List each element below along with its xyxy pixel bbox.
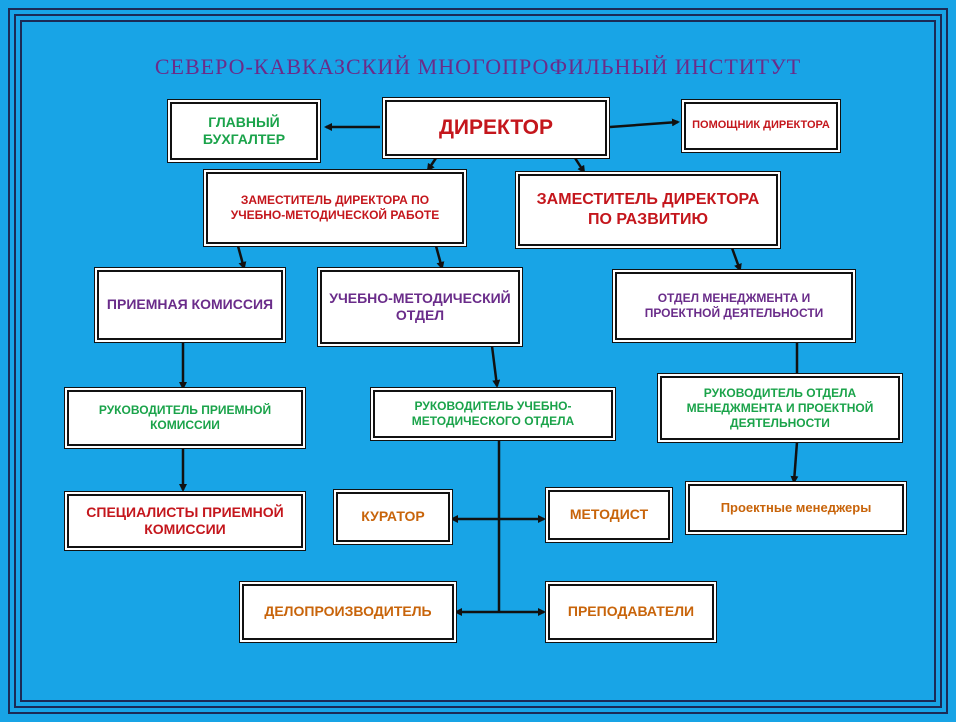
arrow-director-deputy-development — [573, 157, 586, 174]
arrow-deputy-management — [730, 247, 742, 272]
inner-border — [20, 20, 936, 702]
node-admission-committee: ПРИЕМНАЯ КОМИССИЯ — [97, 270, 283, 340]
node-head-methodical: РУКОВОДИТЕЛЬ УЧЕБНО-МЕТОДИЧЕСКОГО ОТДЕЛА — [373, 390, 613, 438]
arrow-methodical-head — [490, 345, 501, 388]
node-admission-specialists: СПЕЦИАЛИСТЫ ПРИЕМНОЙ КОМИССИИ — [67, 494, 303, 548]
node-chief-accountant: ГЛАВНЫЙ БУХГАЛТЕР — [170, 102, 318, 160]
diagram-title: СЕВЕРО-КАВКАЗСКИЙ МНОГОПРОФИЛЬНЫЙ ИНСТИТ… — [154, 54, 802, 79]
middle-border — [14, 14, 942, 708]
node-methodical-dept: УЧЕБНО-МЕТОДИЧЕСКИЙ ОТДЕЛ — [320, 270, 520, 344]
arrow-director-assistant — [609, 118, 680, 129]
node-head-management: РУКОВОДИТЕЛЬ ОТДЕЛА МЕНЕДЖМЕНТА И ПРОЕКТ… — [660, 376, 900, 440]
arrow-head-project-managers — [790, 441, 799, 484]
node-assistant-director: ПОМОЩНИК ДИРЕКТОРА — [684, 102, 838, 150]
node-director: ДИРЕКТОР — [385, 100, 607, 156]
node-deputy-development: ЗАМЕСТИТЕЛЬ ДИРЕКТОРА ПО РАЗВИТИЮ — [518, 174, 778, 246]
arrow-deputy-methodical-dept — [434, 245, 445, 270]
arrow-deputy-admission — [236, 245, 247, 270]
node-teachers: ПРЕПОДАВАТЕЛИ — [548, 584, 714, 640]
arrow-director-deputy-methodical — [426, 157, 438, 172]
node-methodist: МЕТОДИСТ — [548, 490, 670, 540]
node-head-admission: РУКОВОДИТЕЛЬ ПРИЕМНОЙ КОМИССИИ — [67, 390, 303, 446]
node-management-dept: ОТДЕЛ МЕНЕДЖМЕНТА И ПРОЕКТНОЙ ДЕЯТЕЛЬНОС… — [615, 272, 853, 340]
node-deputy-methodical: ЗАМЕСТИТЕЛЬ ДИРЕКТОРА ПО УЧЕБНО-МЕТОДИЧЕ… — [206, 172, 464, 244]
outer-border — [8, 8, 948, 714]
node-curator: КУРАТОР — [336, 492, 450, 542]
node-clerk: ДЕЛОПРОИЗВОДИТЕЛЬ — [242, 584, 454, 640]
node-project-managers: Проектные менеджеры — [688, 484, 904, 532]
